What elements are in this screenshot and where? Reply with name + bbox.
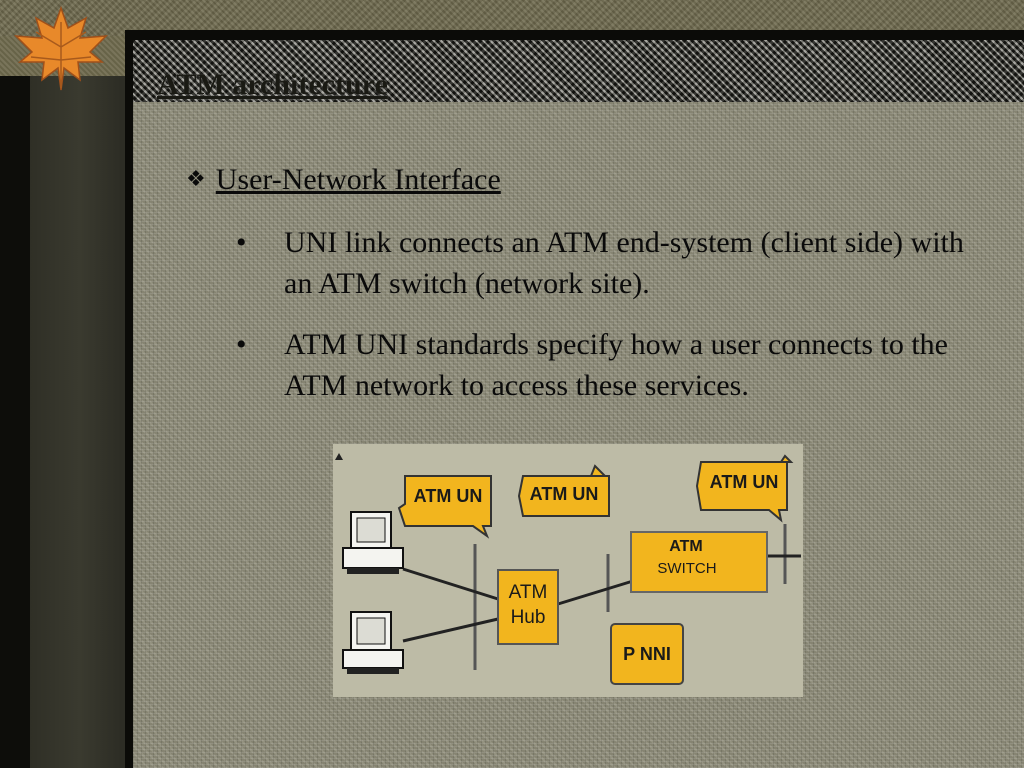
hub-label-line1: ATM (508, 582, 548, 603)
bullet-text: UNI link connects an ATM end-system (cli… (284, 226, 964, 300)
heading-text: User-Network Interface (215, 163, 501, 196)
uni-label: ATM UN (413, 486, 483, 506)
left-sidebar-shadow (0, 76, 30, 768)
vertical-divider (125, 30, 133, 768)
atm-network-diagram: ATM UN ATM UN ATM UN ATM SWITCH ATM Hub … (333, 444, 803, 697)
title-band (133, 40, 1024, 102)
computer-icon (342, 511, 404, 574)
bullet-text: ATM UNI standards specify how a user con… (284, 328, 948, 402)
diamond-bullet-icon: ❖ (186, 166, 206, 191)
switch-label-line1: ATM (669, 538, 703, 555)
bullet-dot: • (236, 226, 247, 259)
slide-content-area (133, 40, 1024, 768)
bullet-item: • ATM UNI standards specify how a user c… (236, 324, 976, 414)
diagram-drawing (335, 453, 801, 685)
switch-label-line2: SWITCH (657, 560, 717, 577)
pnni-label: P NNI (623, 644, 671, 664)
horizontal-divider (125, 30, 1024, 40)
section-heading: ❖ User-Network Interface (186, 163, 501, 197)
maple-leaf-icon (14, 5, 108, 91)
bullet-dot: • (236, 328, 247, 361)
uni-label: ATM UN (709, 472, 779, 492)
uni-label: ATM UN (529, 484, 599, 504)
hub-label-line2: Hub (510, 607, 546, 628)
bullet-item: • UNI link connects an ATM end-system (c… (236, 222, 976, 312)
slide-title: ATM architecture (157, 68, 388, 101)
computer-icon (342, 611, 404, 674)
